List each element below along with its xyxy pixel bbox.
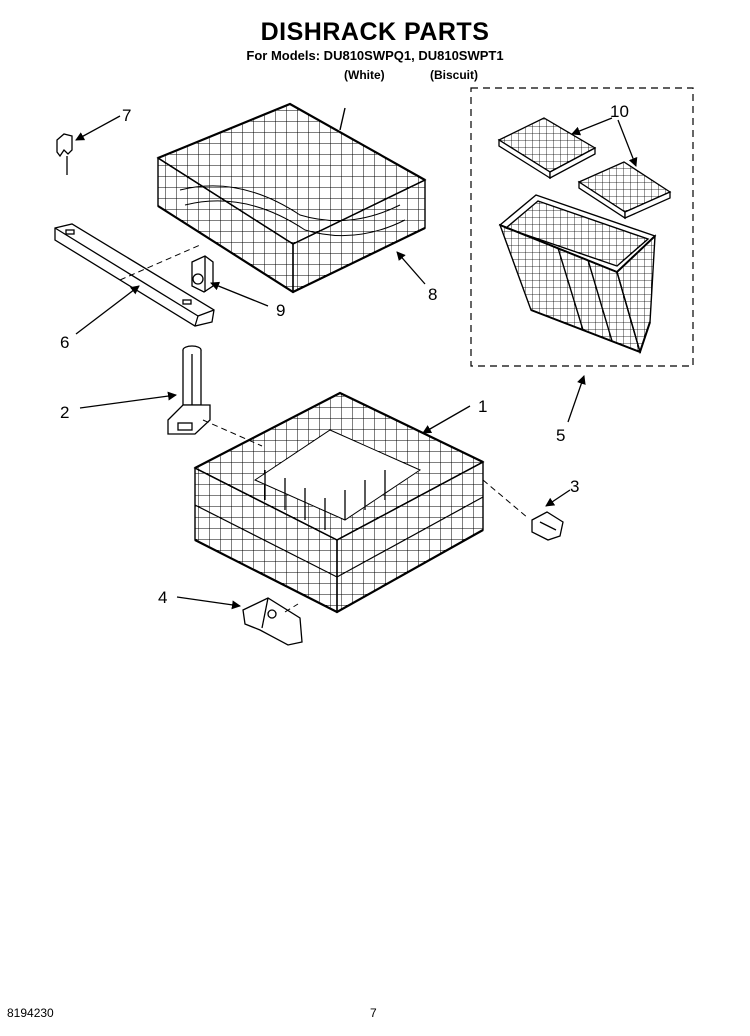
- part-5-silverware-basket: [498, 194, 657, 355]
- part-3-wheel-clip: [531, 511, 564, 541]
- part-8-upper-dishrack: [156, 102, 427, 294]
- assembly-lines: [119, 244, 529, 613]
- callout-4: 4: [158, 588, 167, 607]
- page-title: DISHRACK PARTS: [260, 18, 490, 46]
- variant-white: (White): [344, 68, 385, 82]
- callout-6: 6: [60, 333, 69, 352]
- model-list: For Models: DU810SWPQ1, DU810SWPT1: [246, 48, 504, 63]
- part-10-lid-right: [577, 161, 672, 220]
- callout-9: 9: [276, 301, 285, 320]
- callout-3: 3: [570, 477, 579, 496]
- part-4-wheel-bracket: [242, 597, 303, 646]
- variant-biscuit: (Biscuit): [430, 68, 478, 82]
- part-9-adjuster: [191, 255, 214, 293]
- callout-1: 1: [478, 397, 487, 416]
- page-number: 7: [370, 1006, 377, 1020]
- callout-7: 7: [122, 106, 131, 125]
- part-10-lid-left: [497, 117, 597, 180]
- document-number: 8194230: [7, 1006, 54, 1020]
- part-7-end-cap: [56, 133, 73, 175]
- callout-2: 2: [60, 403, 69, 422]
- part-2-rack-post: [167, 345, 211, 435]
- part-1-lower-dishrack: [193, 391, 485, 614]
- callout-10: 10: [610, 102, 629, 121]
- callout-5: 5: [556, 426, 565, 445]
- kit-boundary-box: [470, 87, 694, 367]
- callout-8: 8: [428, 285, 437, 304]
- leader-lines: [75, 115, 638, 610]
- part-6-rail: [54, 223, 215, 327]
